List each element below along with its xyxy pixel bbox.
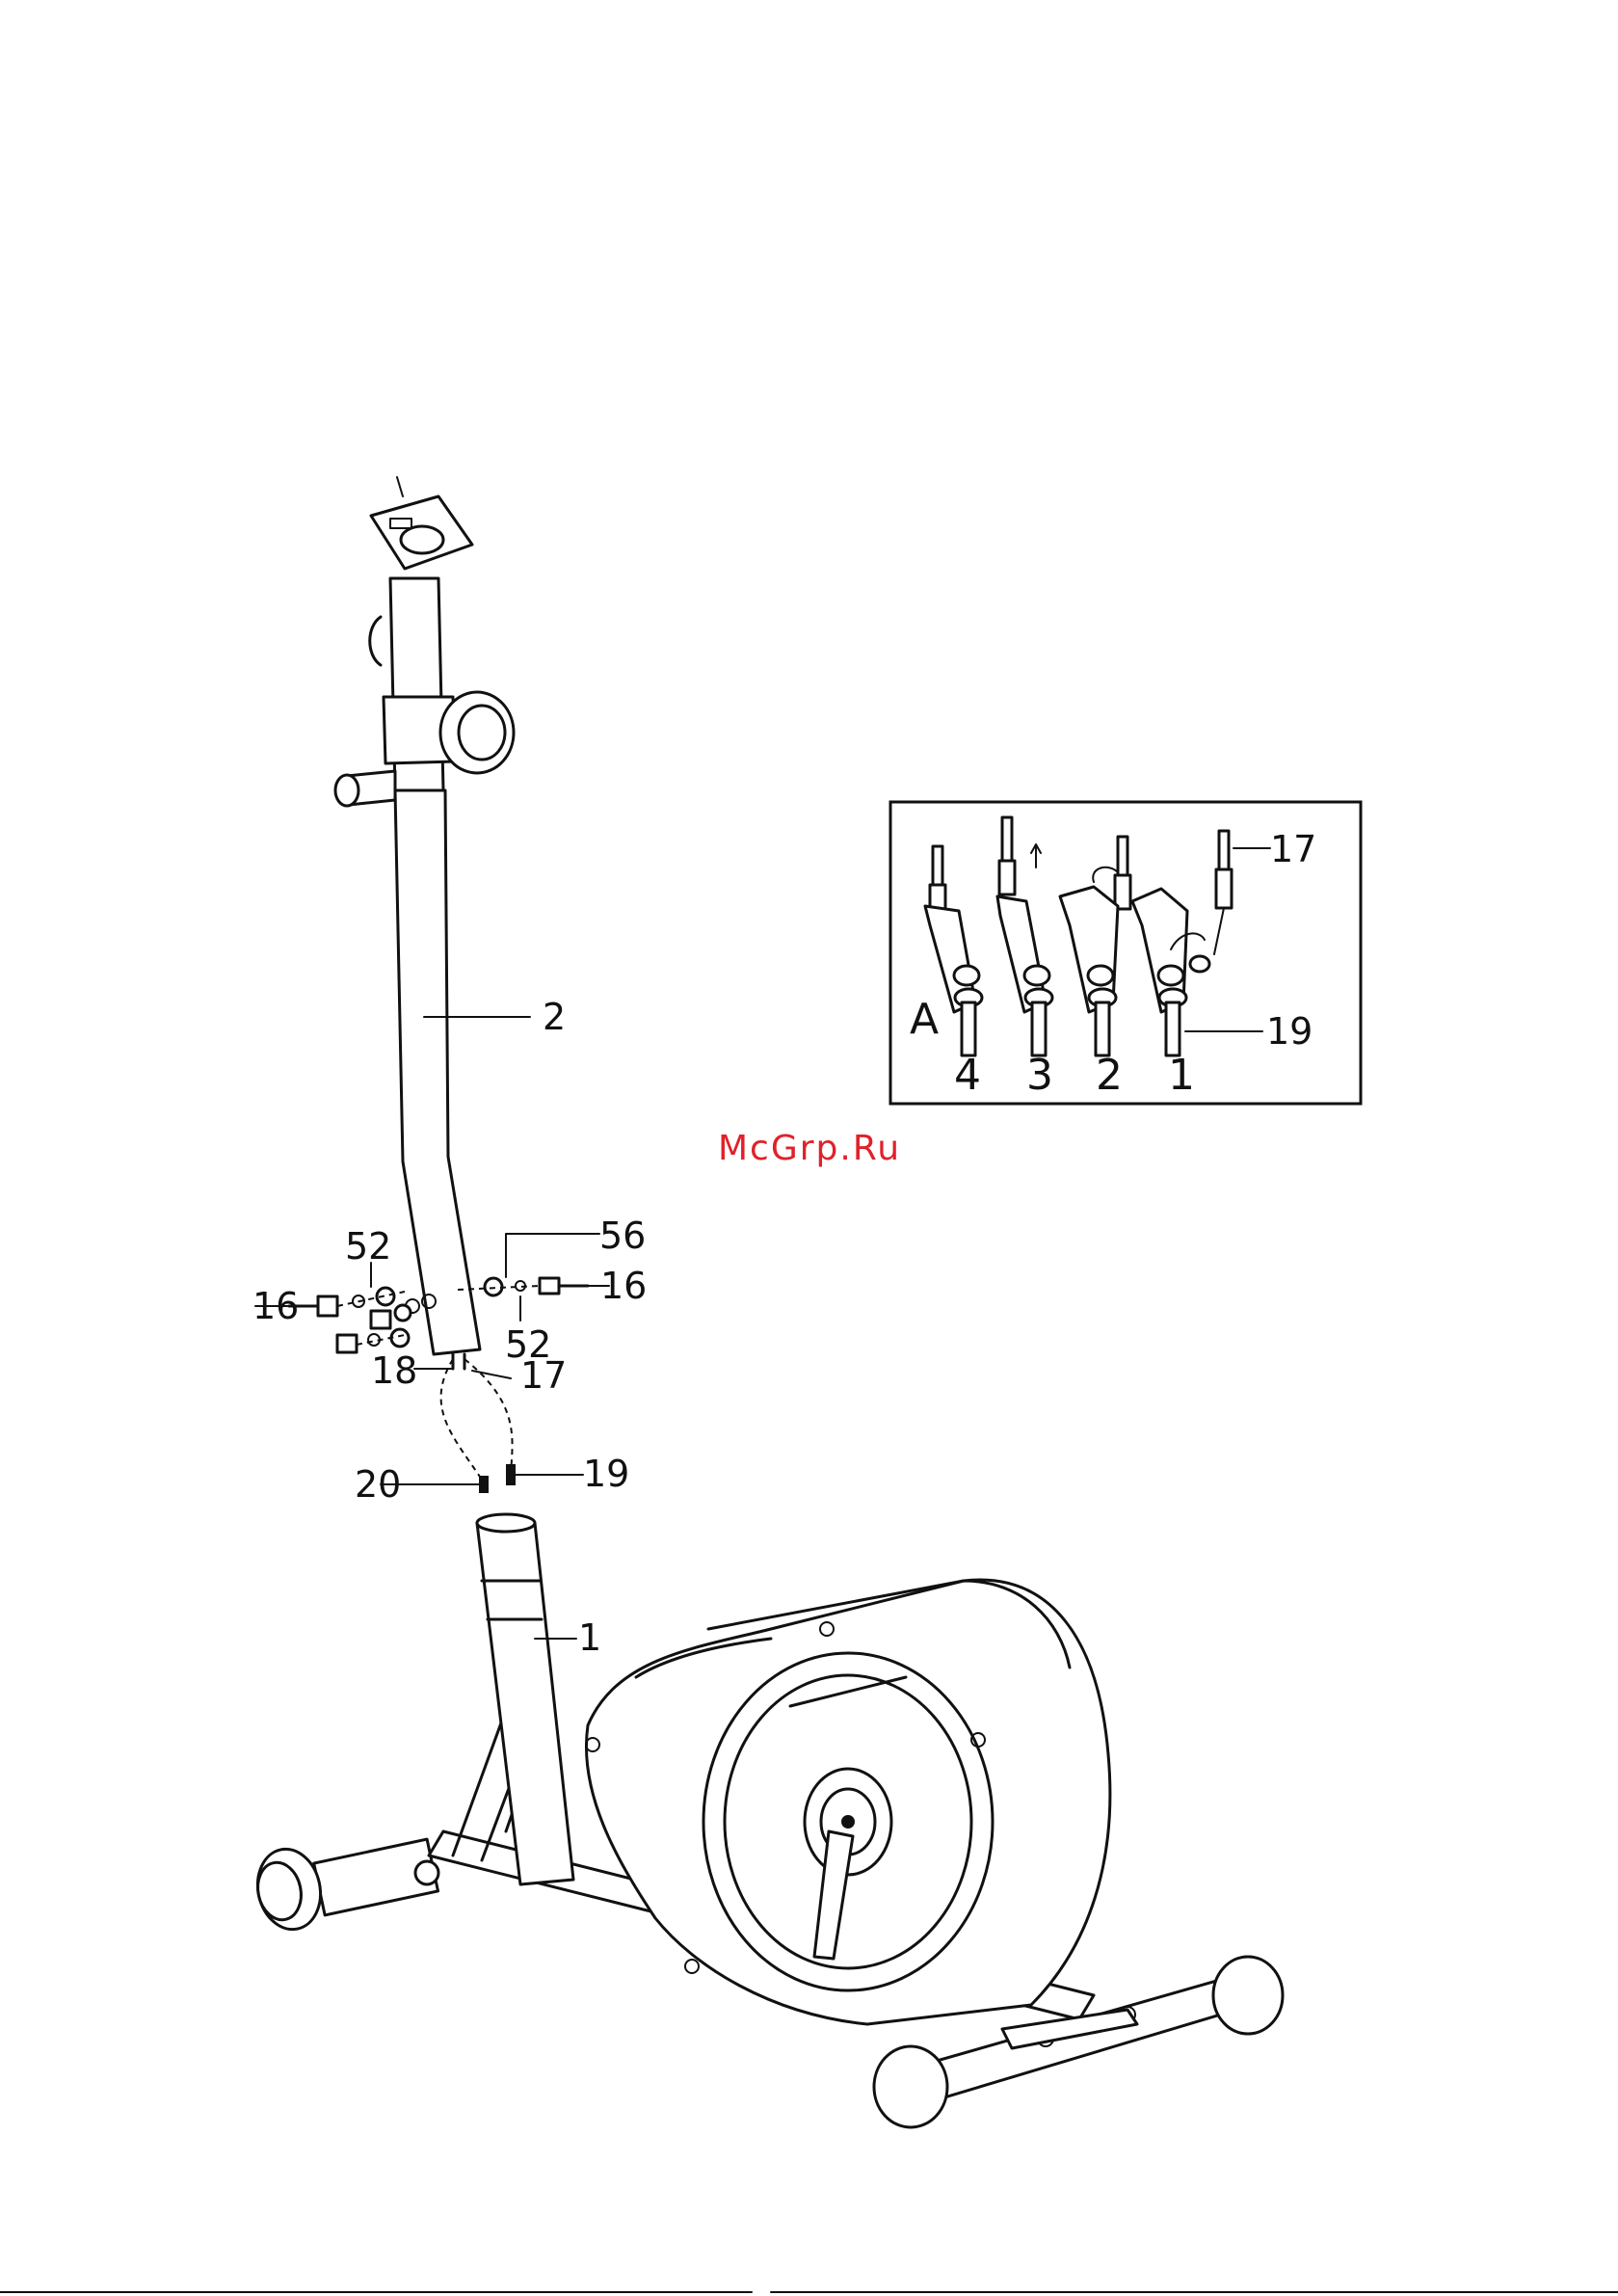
label-part-16-right: 16 [600, 1265, 647, 1307]
flywheel-housing [586, 1580, 1137, 2048]
label-part-18: 18 [371, 1349, 417, 1392]
label-part-19: 19 [583, 1453, 629, 1495]
inset-label-a: A [910, 995, 939, 1044]
inset-step-label: 2 [1096, 1051, 1123, 1100]
label-part-17: 17 [520, 1354, 567, 1397]
inset-step-label: 4 [954, 1051, 981, 1100]
inset-label-part-17: 17 [1270, 828, 1316, 870]
inset-label-part-19: 19 [1266, 1010, 1313, 1053]
label-part-20: 20 [355, 1463, 401, 1506]
watermark: McGrp.Ru [718, 1129, 901, 1168]
upper-upright-tube [335, 477, 514, 1354]
hardware-right [458, 1278, 588, 1295]
label-part-1: 1 [578, 1616, 601, 1659]
label-part-16-left: 16 [252, 1285, 299, 1327]
hardware-left [289, 1288, 411, 1352]
label-part-52-top: 52 [345, 1225, 391, 1268]
cable-connection [441, 1354, 515, 1492]
lower-upright-tube [477, 1514, 573, 1884]
inset-step-label: 1 [1168, 1051, 1195, 1100]
inset-step-label: 3 [1026, 1051, 1053, 1100]
label-part-2: 2 [543, 996, 566, 1038]
label-part-56: 56 [599, 1215, 646, 1257]
